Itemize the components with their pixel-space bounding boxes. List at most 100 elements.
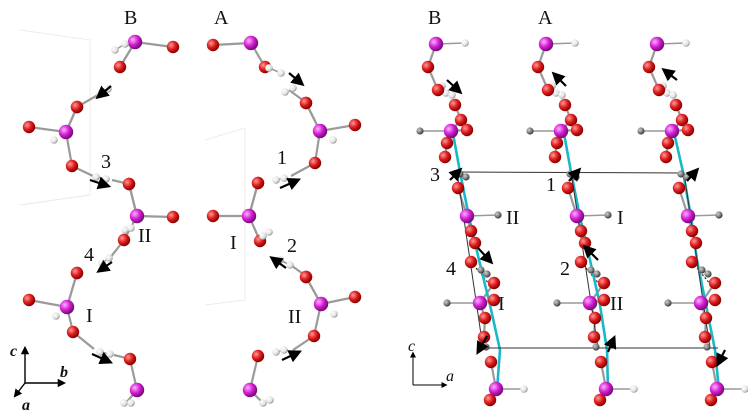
hydrogen-atom (277, 69, 285, 77)
oxygen-atom (484, 355, 498, 369)
metal-atom (428, 36, 444, 52)
metal-atom (538, 36, 554, 52)
site-label-3: 3 (430, 164, 440, 186)
arrow-icon (477, 247, 494, 265)
hydrogen-atom (52, 312, 60, 320)
oxygen-atom (531, 60, 545, 74)
hydrogen-atom-dark (677, 170, 685, 178)
axis-label-c: c (408, 338, 415, 355)
site-label-4: 4 (446, 258, 456, 280)
left-panel-labels: B A 3 1 4 2 II I I II (84, 7, 301, 328)
arrow-icon (288, 72, 305, 87)
hydrogen-atom-dark (703, 343, 711, 351)
axis-label-a: a (446, 368, 454, 385)
hydrogen-atom (461, 39, 469, 47)
oxygen-atom (299, 270, 313, 284)
arrow-icon (551, 71, 567, 87)
oxygen-atom (593, 393, 607, 407)
oxygen-atom (478, 311, 492, 325)
hydrogen-atom (102, 175, 110, 183)
metal-atom (693, 295, 709, 311)
oxygen-atom (348, 290, 362, 304)
metal-atom (242, 382, 258, 398)
arrow-icon (269, 256, 287, 270)
oxygen-atom (550, 136, 564, 150)
arrow-icon (96, 259, 113, 273)
hydrogen-atom-dark (593, 270, 601, 278)
oxygen-atom (70, 100, 84, 114)
hydrogen-atom (111, 46, 119, 54)
oxygen-atom (594, 355, 608, 369)
right-axis-icon: c a (408, 338, 454, 388)
hydrogen-atom-dark (704, 270, 712, 278)
oxygen-atom (468, 236, 482, 250)
oxygen-atom (117, 233, 131, 247)
hydrogen-atom-dark (587, 266, 595, 274)
metal-atom (243, 35, 259, 51)
hydrogen-atom (96, 348, 104, 356)
hydrogen-atom (272, 176, 280, 184)
site-label-4: 4 (84, 244, 94, 266)
oxygen-atom (564, 113, 578, 127)
layer-label-i: I (617, 207, 624, 229)
oxygen-atom (431, 83, 445, 97)
oxygen-atom (659, 150, 673, 164)
oxygen-atom (454, 113, 468, 127)
metal-atom (472, 295, 488, 311)
oxygen-atom (558, 98, 572, 112)
axis-label-b: b (60, 364, 68, 381)
hydrogen-atom (669, 91, 677, 99)
oxygen-atom (299, 96, 313, 110)
metal-atom (649, 36, 665, 52)
hydrogen-atom-dark (715, 211, 723, 219)
hydrogen-atom (127, 399, 135, 407)
column-label-b: B (124, 7, 137, 29)
oxygen-atom (451, 181, 465, 195)
hydrogen-atom (280, 174, 288, 182)
site-label-2: 2 (560, 258, 570, 280)
hydrogen-atom (741, 385, 748, 393)
oxygen-atom (708, 276, 722, 290)
arrow-icon (448, 167, 463, 182)
arrow-icon (89, 176, 112, 190)
hydrogen-atom (558, 91, 566, 99)
hydrogen-atom (280, 346, 288, 354)
oxygen-atom (708, 293, 722, 307)
oxygen-atom (113, 60, 127, 74)
oxygen-atom (587, 330, 601, 344)
oxygen-atom (122, 177, 136, 191)
left-axis-icon: c b a (10, 343, 68, 412)
oxygen-atom (561, 181, 575, 195)
background-guides (19, 29, 246, 306)
oxygen-atom (206, 209, 220, 223)
oxygen-atom (460, 123, 474, 137)
layer-label-ii: II (138, 225, 151, 247)
oxygen-atom (483, 393, 497, 407)
oxygen-atom (669, 98, 683, 112)
arrow-icon (604, 334, 617, 353)
arrow-icon (661, 67, 678, 82)
metal-atom (129, 208, 145, 224)
oxygen-atom (689, 236, 703, 250)
oxygen-atom (464, 255, 478, 269)
arrow-icon (716, 349, 729, 367)
metal-atom (312, 123, 328, 139)
metal-atom (443, 123, 459, 139)
oxygen-atom (66, 325, 80, 339)
hydrogen-atom (121, 40, 129, 48)
metal-atom (488, 381, 504, 397)
oxygen-atom (588, 311, 602, 325)
layer-label-ii: II (506, 207, 519, 229)
arrows-layer (89, 67, 729, 367)
oxygen-atom (308, 156, 322, 170)
layer-label-ii: II (610, 293, 623, 315)
oxygen-atom (681, 123, 695, 137)
hydrogen-atom (259, 399, 267, 407)
oxygen-atom (70, 266, 84, 280)
hydrogen-atom (571, 39, 579, 47)
oxygen-atom (251, 349, 265, 363)
hydrogen-atom (272, 348, 280, 356)
site-label-2: 2 (287, 235, 297, 257)
oxygen-atom (541, 83, 555, 97)
